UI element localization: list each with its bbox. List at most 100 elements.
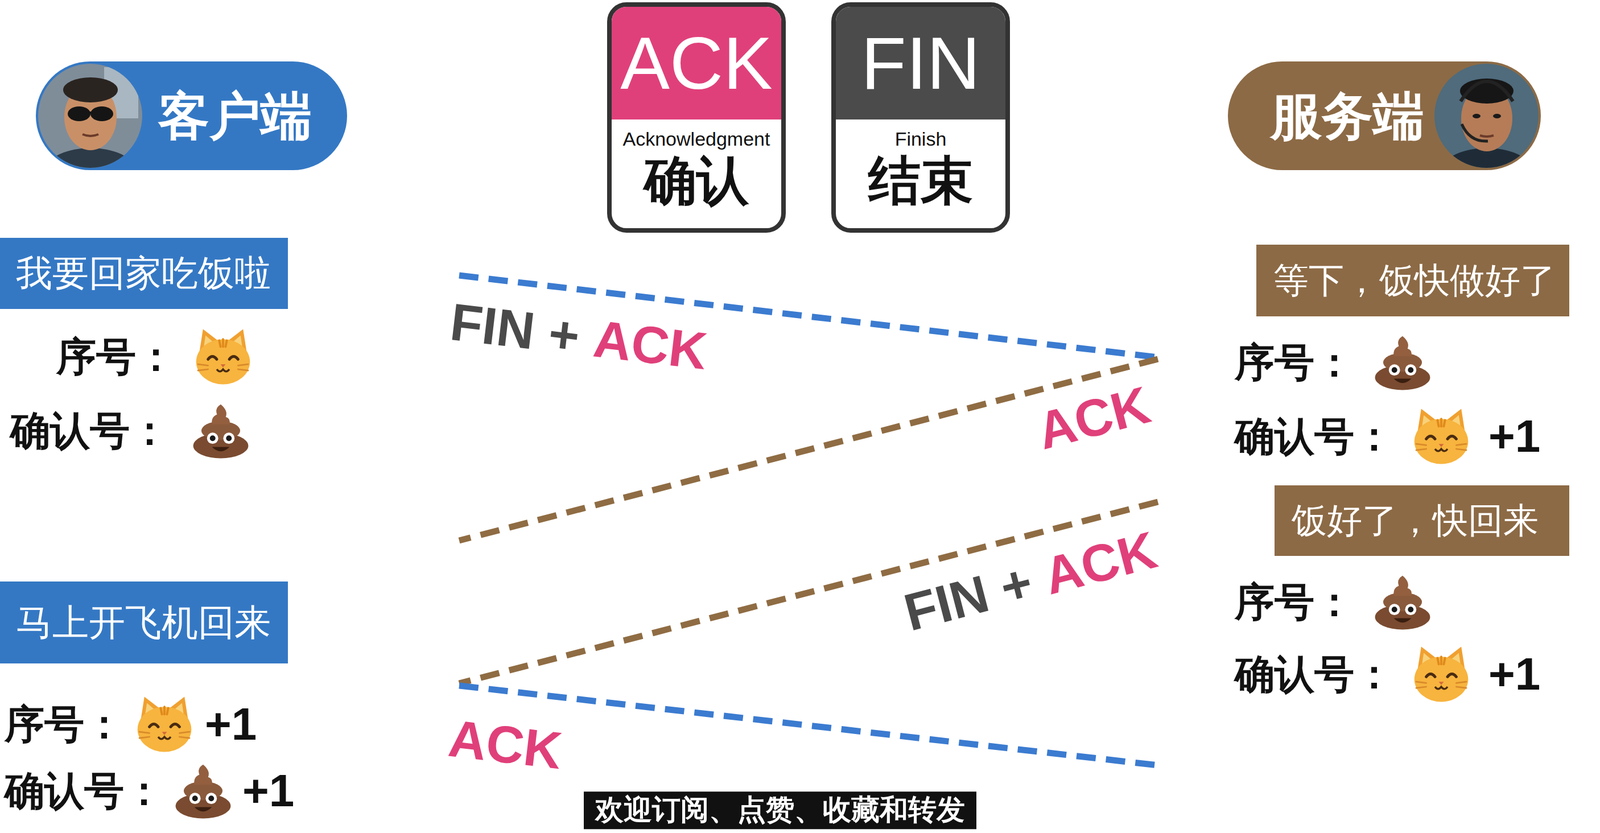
cat-mouth (1434, 448, 1448, 452)
field-name: 确认号： (10, 407, 170, 455)
poop-eye (207, 432, 219, 444)
cat-eyes (1426, 673, 1457, 677)
field-name: 序号： (1234, 339, 1355, 386)
flag-fullname: Acknowledgment (623, 128, 771, 150)
flag-card: FINFinish结束 (831, 2, 1010, 233)
poop-mouth (1394, 378, 1412, 384)
message-text: 马上开飞机回来 (15, 602, 271, 643)
flag-abbrev: ACK (611, 6, 782, 120)
segment-flag: ACK (1037, 520, 1164, 608)
poop-mouth (212, 447, 230, 452)
label-group: 欢迎订阅、点赞、收藏和转发 (583, 791, 977, 830)
poop-pupil (1391, 606, 1398, 613)
cat-mouth (216, 369, 230, 372)
label-group: ACK (1031, 374, 1157, 463)
message-text: 等下，饭快做好了 (1273, 261, 1556, 300)
poop-eye (1388, 603, 1401, 616)
increment: +1 (242, 764, 295, 818)
poop-pupil (1407, 366, 1414, 373)
flag-fullname: Finish (895, 128, 947, 150)
field-name: 确认号： (4, 768, 164, 815)
label-group: FIN +ACK (447, 291, 711, 382)
speaker-name: 服务端 (1270, 87, 1425, 144)
increment: +1 (1488, 648, 1541, 701)
avatar-mouth (1479, 135, 1494, 137)
label-group: 序号： (56, 325, 255, 389)
poop-eye (223, 432, 235, 444)
cat-head (1414, 418, 1469, 464)
avatar-headset (1460, 81, 1513, 102)
cat-whiskers (1416, 681, 1467, 688)
cat-emoji (191, 325, 255, 389)
cat-nose (1438, 443, 1445, 448)
cat-eyes (1426, 435, 1457, 439)
cat-mouth (1434, 686, 1448, 690)
field-name: 序号： (1234, 579, 1355, 626)
label-group: 序号：+1 (4, 693, 257, 756)
flag-meaning: 确认 (644, 151, 749, 210)
avatar-eye (1472, 113, 1481, 119)
poop-top (1393, 336, 1412, 357)
poop-mouth (1394, 618, 1412, 624)
field-name: 序号： (56, 333, 176, 381)
poop-pupil (208, 795, 214, 802)
avatar-illustration (35, 61, 145, 171)
poop-top (211, 404, 230, 425)
cat-emoji (1409, 642, 1473, 706)
label-group: ACK (445, 708, 566, 782)
field-name: 确认号： (1234, 413, 1395, 460)
poop-pupil (209, 435, 216, 441)
poop-pupil (192, 795, 199, 802)
poop-eye (1404, 364, 1417, 376)
cat-nose (220, 364, 226, 368)
cat-head (137, 706, 192, 752)
avatar-mouth (82, 134, 99, 136)
message-banner: 等下，饭快做好了 (1256, 244, 1570, 317)
increment: +1 (1488, 410, 1541, 463)
speaker-pill: 服务端 (1227, 61, 1541, 171)
poop-top (1393, 575, 1412, 596)
poop-eye (1404, 603, 1417, 616)
cat-eyes (149, 723, 180, 727)
cat-stripes (219, 339, 227, 347)
cat-head (196, 339, 251, 385)
poop-pupil (1391, 366, 1398, 373)
message-text: 饭好了，快回来 (1291, 501, 1539, 540)
message-text: 我要回家吃饭啦 (15, 253, 271, 294)
speaker-name: 客户端 (158, 87, 312, 144)
poop-emoji (189, 399, 253, 463)
flag-meaning: 结束 (868, 151, 973, 210)
label-group: 序号： (1234, 331, 1434, 394)
label-group: FIN +ACK (898, 520, 1164, 644)
poop-mouth (194, 807, 213, 812)
avatar-illustration (1432, 61, 1541, 171)
poop-pupil (225, 435, 232, 441)
cat-nose (1438, 681, 1445, 686)
segment-flag: ACK (590, 308, 711, 382)
poop-eye (1388, 364, 1401, 376)
avatar-shirt (42, 147, 139, 171)
poop-eye (189, 792, 201, 804)
avatar-hair (1460, 78, 1514, 104)
poop-top (194, 764, 213, 785)
poop-eye (205, 792, 217, 804)
label-group: 确认号： +1 (1234, 405, 1541, 468)
cat-stripes (160, 706, 168, 715)
segment-flag: ACK (1031, 374, 1157, 463)
increment: +1 (204, 698, 257, 751)
subtitle: 欢迎订阅、点赞、收藏和转发 (583, 791, 977, 830)
cat-whiskers (139, 731, 190, 738)
avatar-hair (63, 77, 118, 103)
message-banner: 马上开飞机回来 (0, 581, 288, 664)
cat-emoji (133, 693, 196, 756)
cat-stripes (1437, 656, 1445, 665)
cat-whiskers (1416, 443, 1467, 451)
cat-eyes (208, 356, 239, 360)
avatar-face (1432, 61, 1541, 171)
cat-stripes (1437, 418, 1445, 427)
poop-pupil (1407, 606, 1414, 613)
cat-whiskers (198, 364, 249, 371)
poop-emoji (171, 759, 235, 823)
label-group: 确认号： (10, 399, 253, 463)
